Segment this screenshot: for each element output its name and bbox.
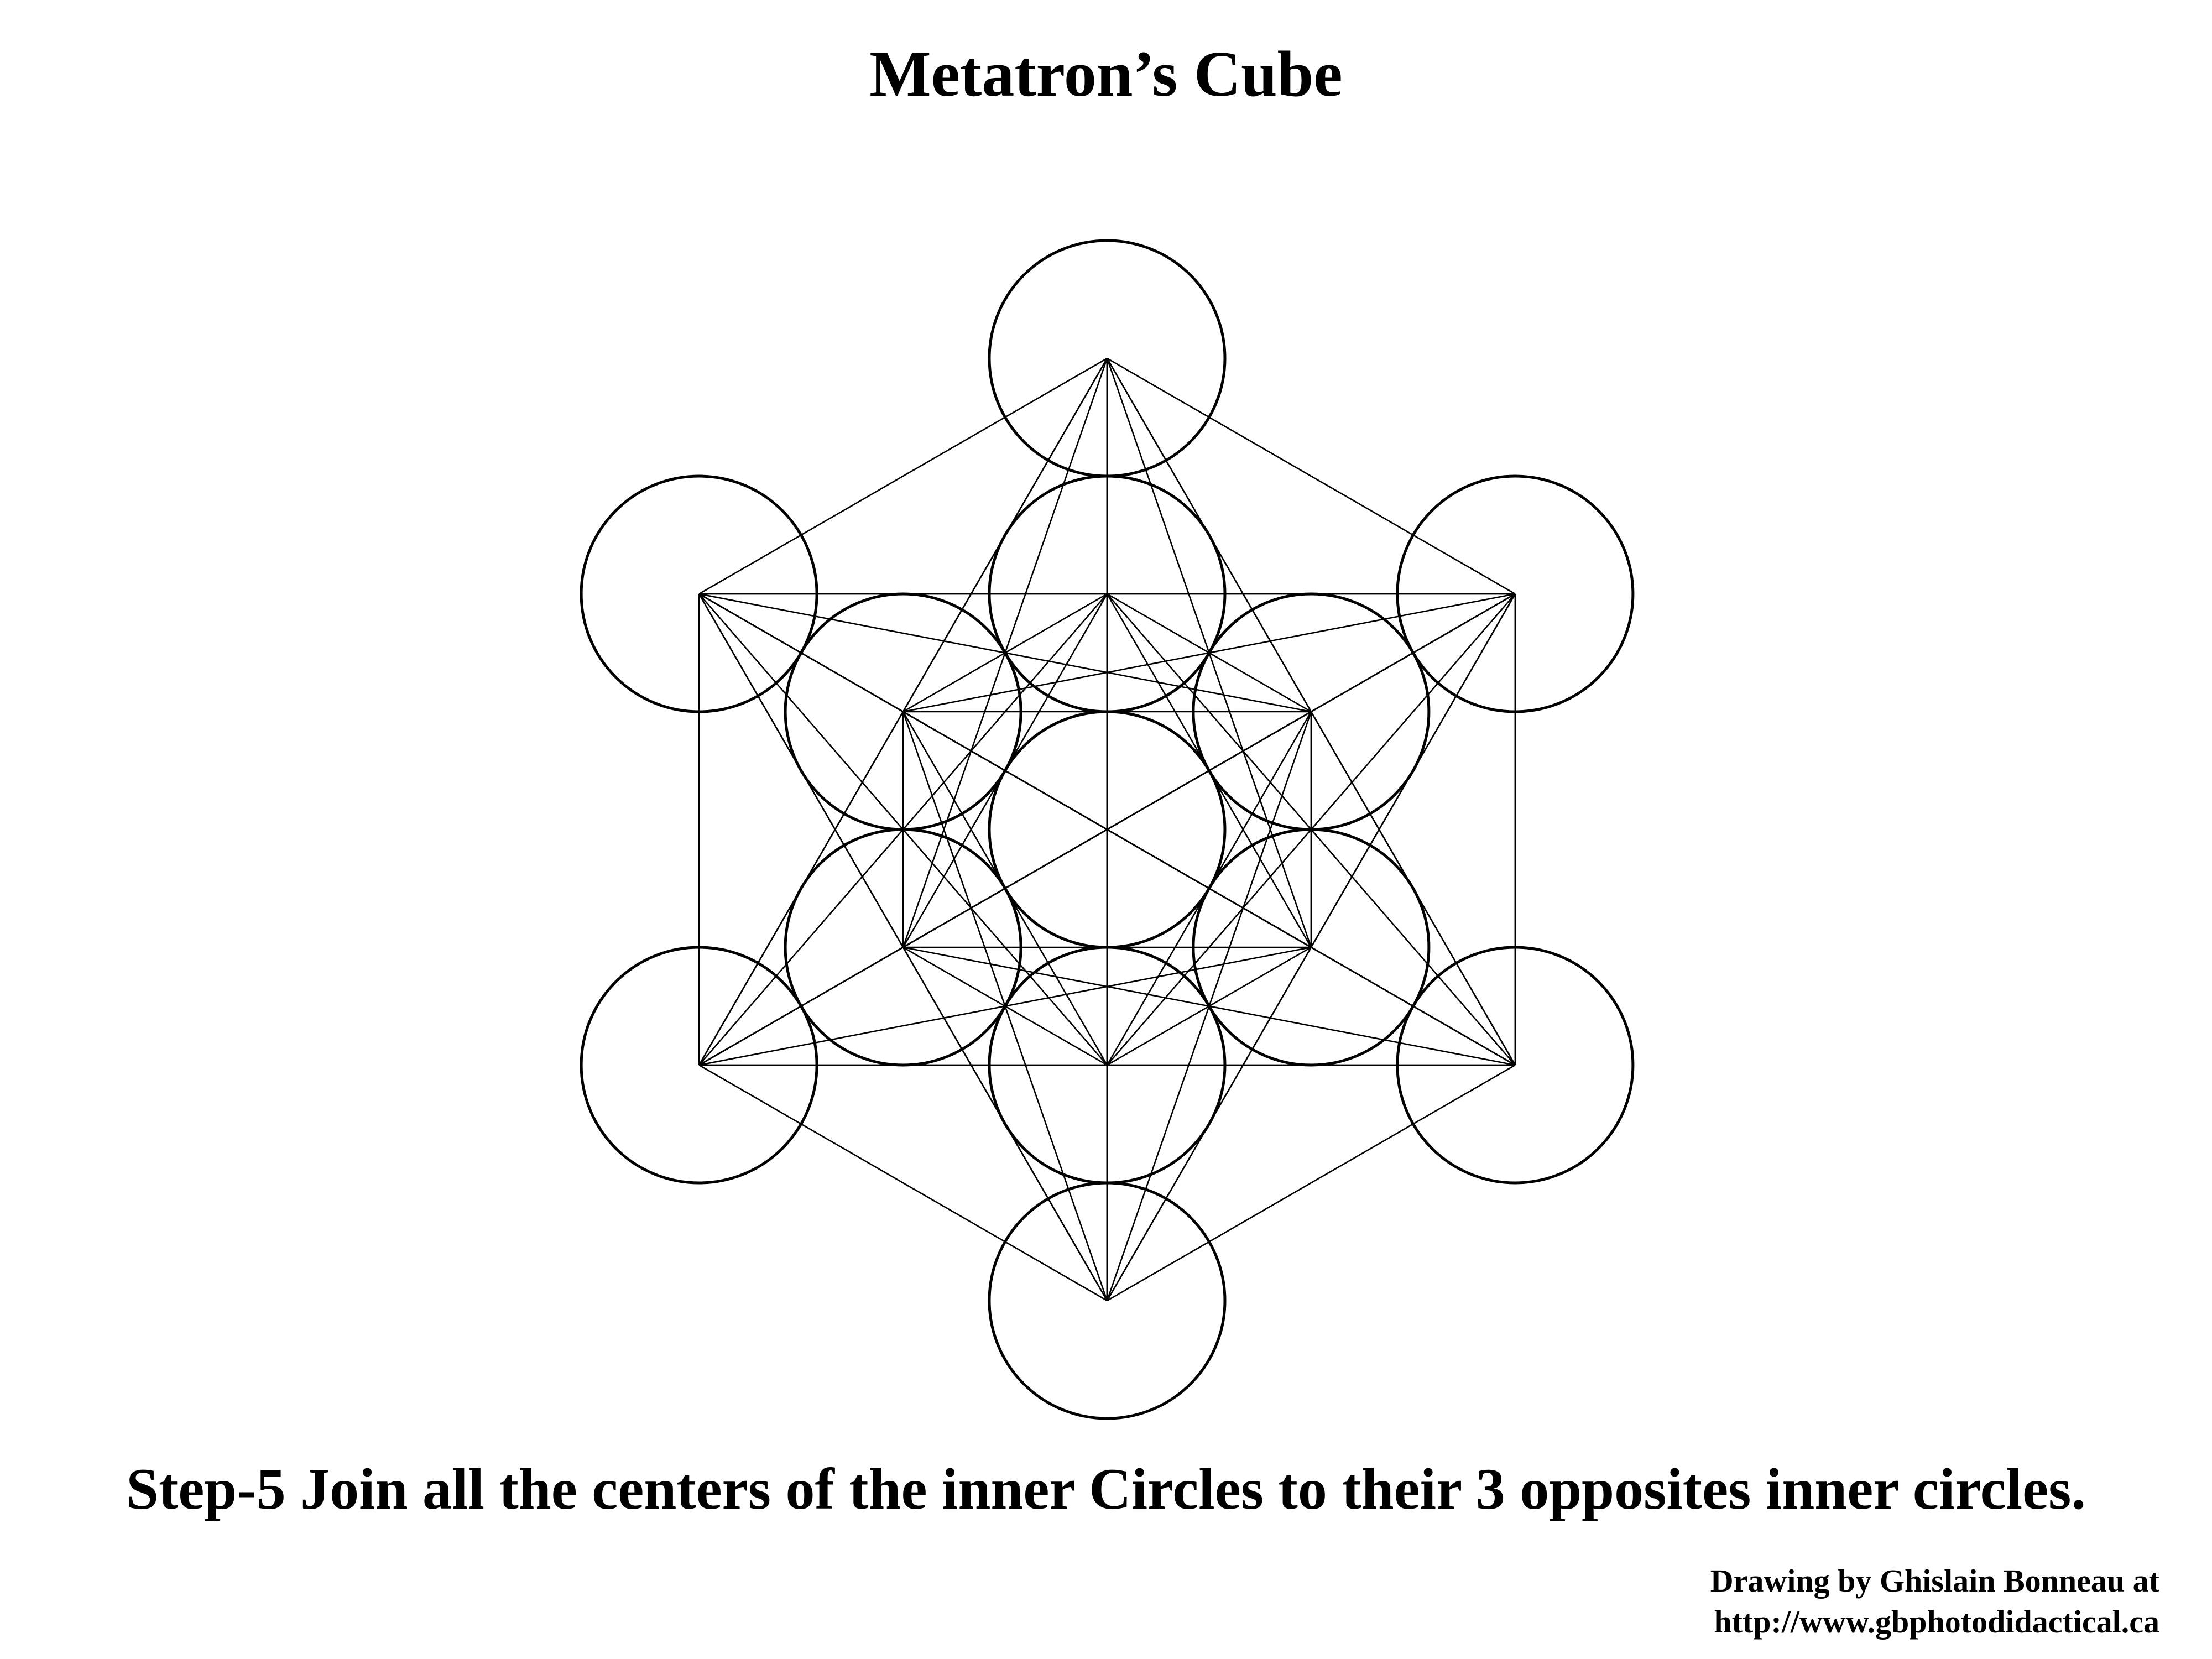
outer-circle: [1396, 474, 1635, 713]
credit-url-line: http://www.gbphotodidactical.ca: [1714, 1604, 2159, 1640]
connecting-lines: [698, 357, 1516, 1302]
outer-circle: [580, 946, 818, 1185]
circles: [580, 239, 1635, 1420]
page-title: Metatron’s Cube: [869, 38, 1343, 110]
outer-circle: [988, 1181, 1227, 1420]
outer-circle: [1396, 946, 1635, 1185]
inner-circle: [1192, 828, 1431, 1067]
step-instruction: Step-5 Join all the centers of the inner…: [126, 1457, 2086, 1521]
connecting-line: [698, 593, 1108, 1301]
credit-author-line: Drawing by Ghislain Bonneau at: [1710, 1563, 2159, 1599]
inner-circle: [784, 592, 1022, 831]
outer-circle: [580, 474, 818, 713]
outer-circle: [988, 239, 1227, 478]
connecting-line: [1107, 1064, 1516, 1302]
connecting-line: [1107, 357, 1516, 595]
connecting-line: [698, 1064, 1108, 1302]
connecting-line: [698, 593, 1516, 1066]
drawing-credit: Drawing by Ghislain Bonneau at http://ww…: [1710, 1561, 2159, 1642]
connecting-line: [698, 357, 1108, 595]
